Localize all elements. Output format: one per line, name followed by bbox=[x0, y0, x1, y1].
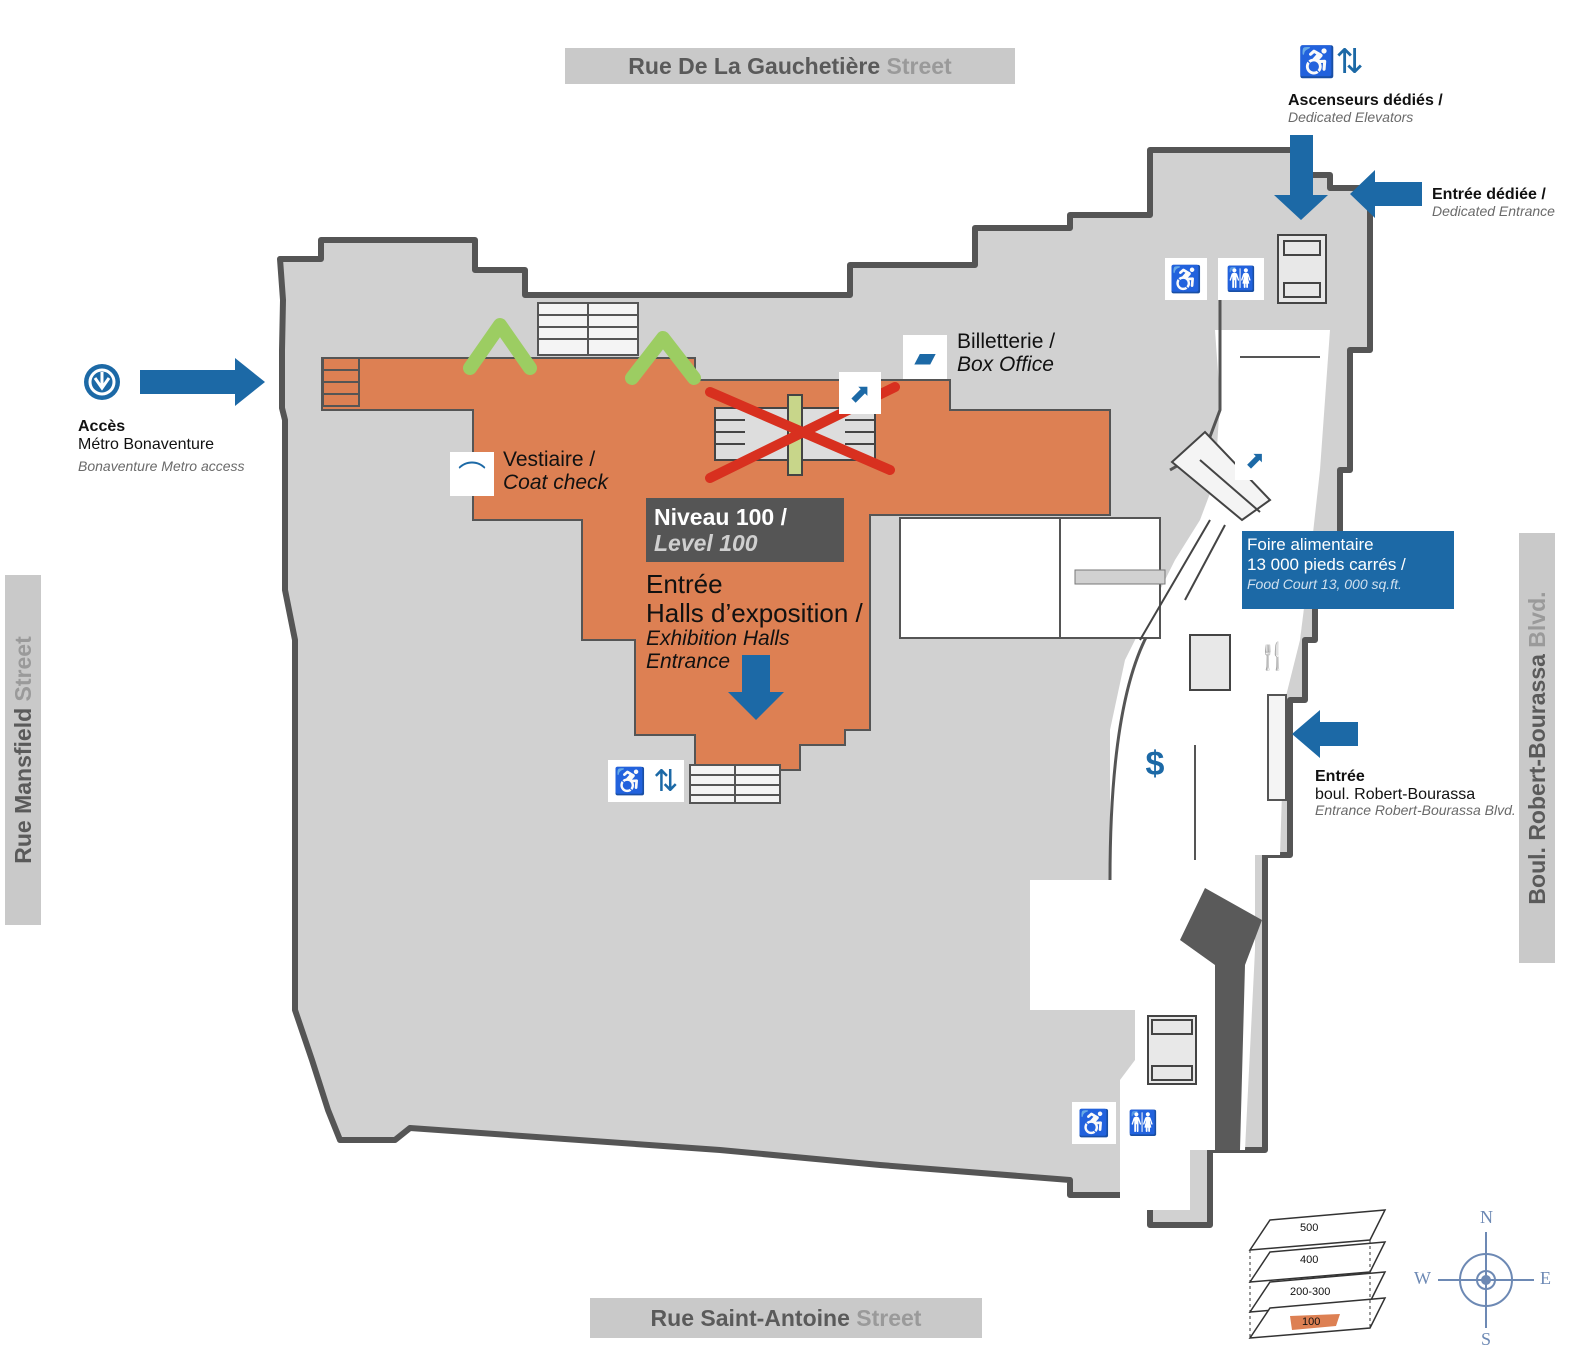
elevator-icon: ⇅ bbox=[1335, 43, 1364, 81]
robert-bourassa-entrance-label: Entrée boul. Robert-Bourassa Entrance Ro… bbox=[1315, 768, 1516, 819]
dollar-icon: $ bbox=[1145, 744, 1165, 783]
dedicated-elevators-label: Ascenseurs dédiés / Dedicated Elevators bbox=[1288, 92, 1443, 125]
wheelchair-icon: ♿ bbox=[1072, 1102, 1116, 1144]
entrance-arrows bbox=[140, 135, 1422, 758]
green-stair-arrows bbox=[463, 318, 701, 385]
railing bbox=[1194, 356, 1320, 860]
level-500: 500 bbox=[1300, 1222, 1319, 1234]
escalator-icon: ⬈ bbox=[839, 372, 881, 414]
ticket-icon: ▰ bbox=[903, 335, 947, 379]
counter bbox=[1074, 569, 1166, 585]
elevator-top-icons: ♿ ⇅ bbox=[1296, 40, 1366, 84]
restaurant-icon: 🍴 bbox=[1256, 640, 1290, 671]
highlighted-level-100-area bbox=[321, 357, 1111, 796]
food-court-badge: Foire alimentaire 13 000 pieds carrés / … bbox=[1242, 531, 1454, 609]
metro-icon bbox=[84, 364, 120, 400]
rb-entrance-arrow bbox=[1292, 710, 1358, 758]
halls-arrow bbox=[728, 655, 784, 720]
stairs bbox=[322, 302, 781, 804]
exhibition-halls-label: Entrée Halls d’exposition / Exhibition H… bbox=[646, 569, 863, 674]
room-block bbox=[899, 517, 1061, 639]
street-west: Rue Mansfield Street bbox=[5, 575, 41, 925]
metro-arrow bbox=[140, 358, 265, 406]
level-100: 100 bbox=[1302, 1316, 1321, 1328]
wheelchair-icon: ♿ bbox=[613, 765, 646, 796]
restroom-icon: 🚻 bbox=[1120, 1102, 1166, 1144]
elevator-block bbox=[1147, 234, 1327, 1085]
elevators-arrow bbox=[1274, 135, 1328, 220]
box-office-label: Billetterie / Box Office bbox=[957, 330, 1056, 377]
elevator-icon: ⇅ bbox=[653, 764, 679, 798]
dedicated-entrance-arrow bbox=[1350, 170, 1422, 218]
accessible-elevator-icons: ♿ ⇅ bbox=[608, 760, 684, 802]
restroom-icon: 🚻 bbox=[1218, 258, 1264, 300]
escalator-right bbox=[1139, 430, 1272, 641]
level-400: 400 bbox=[1300, 1254, 1319, 1266]
coat-check-label: Vestiaire / Coat check bbox=[503, 448, 609, 495]
compass-rose bbox=[1438, 1232, 1534, 1328]
corridor-wall bbox=[1108, 629, 1152, 881]
street-north: Rue De La Gauchetière Street bbox=[565, 48, 1015, 84]
metro-access-label: Accès Métro Bonaventure Bonaventure Metr… bbox=[78, 418, 245, 475]
wheelchair-icon: ♿ bbox=[1165, 258, 1207, 300]
compass-s: S bbox=[1481, 1329, 1492, 1349]
wheelchair-icon: ♿ bbox=[1298, 45, 1336, 79]
compass-e: E bbox=[1540, 1268, 1551, 1288]
street-south: Rue Saint-Antoine Street bbox=[590, 1298, 982, 1338]
level-200-300: 200-300 bbox=[1290, 1286, 1331, 1298]
service-block bbox=[1180, 888, 1262, 1150]
compass-w: W bbox=[1414, 1268, 1431, 1288]
level-badge: Niveau 100 / Level 100 bbox=[646, 498, 844, 562]
escalator-icon: ⬈ bbox=[1235, 440, 1275, 480]
dedicated-entrance-label: Entrée dédiée / Dedicated Entrance bbox=[1432, 186, 1555, 219]
street-east: Boul. Robert-Bourassa Blvd. bbox=[1519, 533, 1555, 963]
coat-hanger-icon: ⌒ bbox=[450, 452, 494, 496]
levels-inset bbox=[1248, 1209, 1387, 1339]
compass-n: N bbox=[1480, 1207, 1493, 1227]
